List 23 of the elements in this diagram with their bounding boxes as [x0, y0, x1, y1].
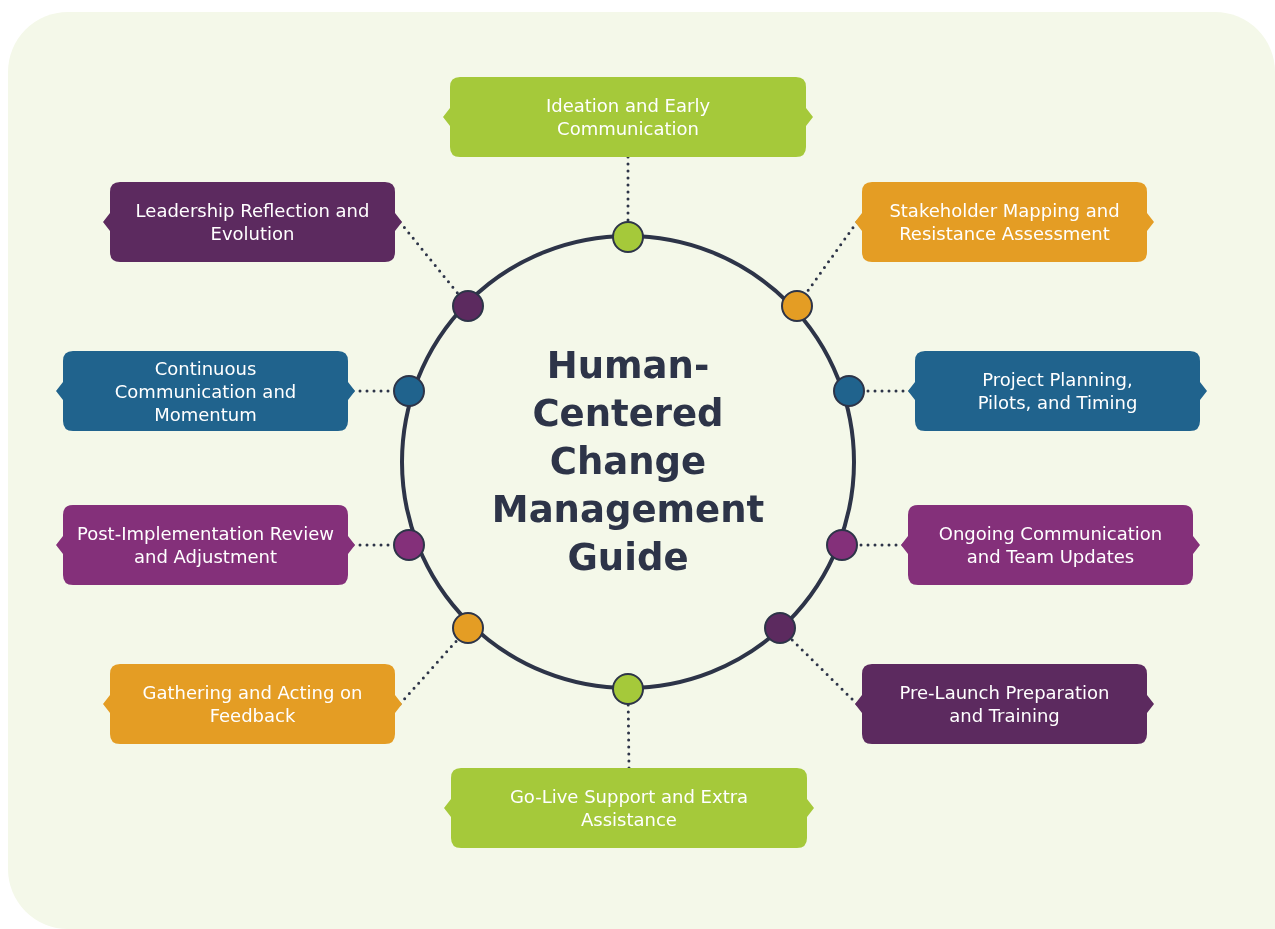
step-box — [901, 505, 1200, 585]
step-label: Ideation and Early Communication — [544, 94, 712, 140]
step-label: Gathering and Acting on Feedback — [141, 681, 364, 727]
step-box — [908, 351, 1207, 431]
step-label: Project Planning, Pilots, and Timing — [976, 368, 1139, 414]
step-box — [443, 77, 813, 157]
step-label: Continuous Communication and Momentum — [113, 356, 298, 426]
step-label: Ongoing Communication and Team Updates — [937, 522, 1164, 568]
step-box — [103, 664, 402, 744]
dotted-connector — [626, 703, 631, 770]
step-label: Stakeholder Mapping and Resistance Assessment — [888, 199, 1121, 245]
step-label: Leadership Reflection and Evolution — [134, 199, 371, 245]
step-label: Post-Implementation Review and Adjustment — [76, 522, 335, 568]
step-label: Pre-Launch Preparation and Training — [898, 681, 1111, 727]
dotted-connector — [626, 155, 630, 223]
step-box — [444, 768, 814, 848]
diagram-title: Human-Centered Change Management Guide — [490, 343, 766, 581]
step-box — [855, 664, 1154, 744]
step-box — [56, 351, 355, 431]
step-box — [855, 182, 1154, 262]
step-box — [103, 182, 402, 262]
step-box — [56, 505, 355, 585]
step-label: Go-Live Support and Extra Assistance — [508, 785, 750, 831]
